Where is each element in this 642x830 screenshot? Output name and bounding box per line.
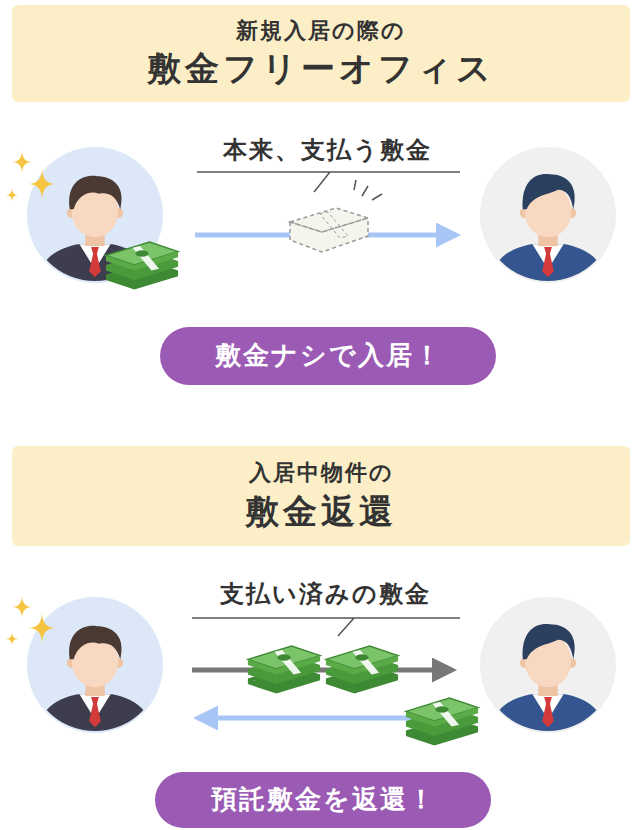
paid-arrow xyxy=(192,668,452,673)
landlord-person xyxy=(490,174,607,283)
pill-text: 預託敷金を返還！ xyxy=(211,784,436,815)
pill-text: 敷金ナシで入居！ xyxy=(215,340,442,371)
sparkle xyxy=(12,150,32,174)
banner-subtitle: 新規入居の際の xyxy=(236,18,406,44)
result-pill: 預託敷金を返還！ xyxy=(155,772,491,828)
heading-band: 新規入居の際の敷金フリーオフィス xyxy=(12,5,630,102)
money-stack xyxy=(248,646,320,694)
person-circle xyxy=(480,597,616,733)
money-stack xyxy=(326,646,398,694)
banner-subtitle: 入居中物件の xyxy=(249,460,394,486)
sparkle xyxy=(28,612,56,644)
money-stack xyxy=(406,698,478,746)
banner-title: 敷金フリーオフィス xyxy=(147,48,495,89)
person-circle xyxy=(27,597,163,733)
sparkle xyxy=(12,595,32,619)
amount-label: 支払い済みの敷金 xyxy=(158,578,493,610)
sparkle xyxy=(28,168,56,200)
absent-deposit xyxy=(290,208,368,252)
motion-lines xyxy=(354,180,382,200)
banner-title: 敷金返還 xyxy=(245,491,397,532)
tenant-person xyxy=(37,626,154,733)
money-stack xyxy=(106,242,178,290)
sparkle xyxy=(6,632,18,646)
landlord-person xyxy=(490,624,607,733)
sparkle xyxy=(6,188,18,202)
result-pill: 敷金ナシで入居！ xyxy=(160,327,496,385)
person-circle xyxy=(480,147,616,283)
callout-bracket xyxy=(197,172,460,192)
callout-bracket xyxy=(192,618,460,636)
absent-band xyxy=(320,212,348,238)
heading-band: 入居中物件の敷金返還 xyxy=(12,446,630,546)
amount-label: 本来、支払う敷金 xyxy=(160,134,495,166)
